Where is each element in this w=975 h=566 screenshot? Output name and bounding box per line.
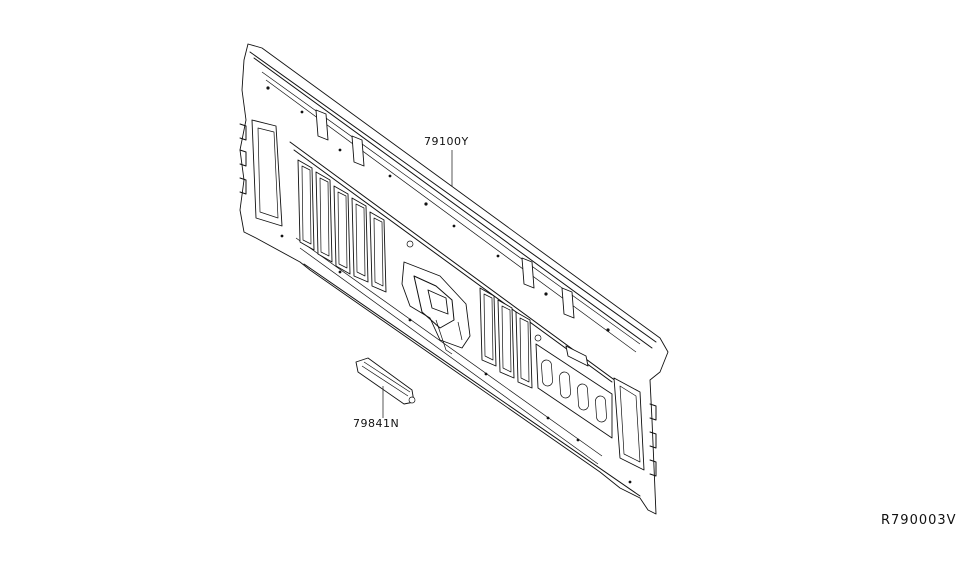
part-number-seal-bracket[interactable]: 79841N — [353, 417, 399, 430]
rear-panel-illustration — [239, 43, 669, 515]
part-number-rear-panel[interactable]: 79100Y — [424, 135, 469, 148]
seal-bracket-illustration — [355, 357, 416, 405]
diagram-reference-code: R790003V — [881, 513, 957, 528]
